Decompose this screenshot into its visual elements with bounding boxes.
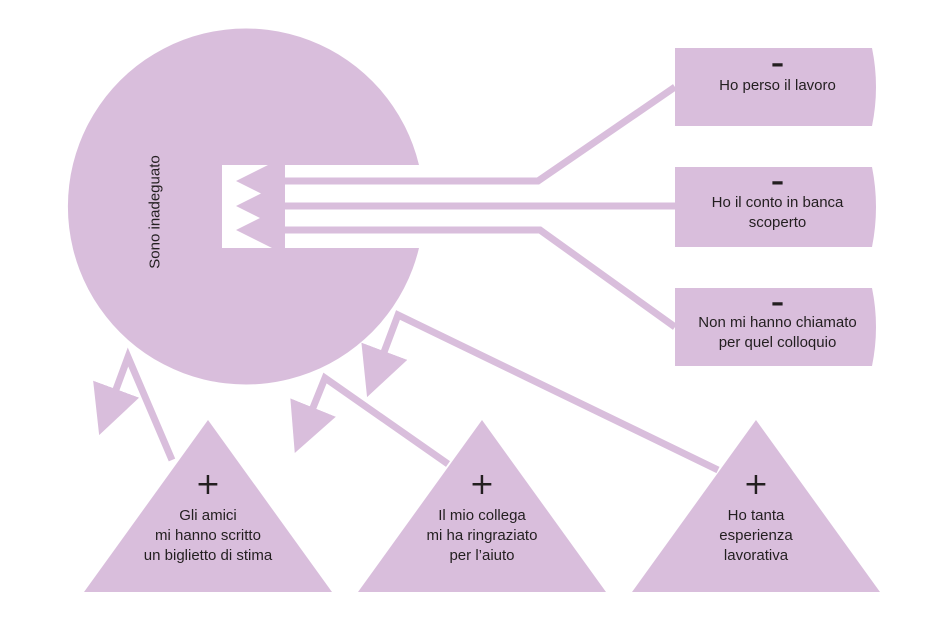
positive-label: Ho tanta esperienza lavorativa <box>719 507 793 564</box>
positive-label: Il mio collega mi ha ringraziato per l’a… <box>426 507 538 564</box>
minus-icon: – <box>771 167 784 197</box>
negative-label: Non mi hanno chiamato per quel colloquio <box>698 314 857 351</box>
negative-box <box>675 167 876 247</box>
minus-icon: – <box>771 49 784 79</box>
central-label: Sono inadeguato <box>146 155 164 269</box>
positive-triangle <box>358 420 606 592</box>
positive-arrows <box>93 310 720 474</box>
minus-icon: – <box>771 288 784 318</box>
plus-icon: + <box>195 467 221 502</box>
negative-label: Ho perso il lavoro <box>719 77 836 94</box>
plus-icon: + <box>743 467 769 502</box>
central-circle <box>67 28 419 385</box>
arrow-negative-1 <box>236 84 677 206</box>
negative-label: Ho il conto in banca scoperto <box>711 194 844 231</box>
arrow-positive-2 <box>290 372 451 467</box>
positive-triangle <box>632 420 880 592</box>
arrow-positive-1 <box>93 347 176 462</box>
negative-box <box>675 288 876 366</box>
negative-boxes <box>675 48 876 366</box>
positive-label: Gli amici mi hanno scritto un biglietto … <box>143 507 273 564</box>
positive-triangle <box>84 420 332 592</box>
negative-box <box>675 48 876 126</box>
arrow-negative-3 <box>236 205 678 330</box>
plus-icon: + <box>469 467 495 502</box>
arrow-positive-3 <box>361 310 720 474</box>
positive-triangles <box>84 420 880 592</box>
negative-arrows <box>236 84 678 330</box>
